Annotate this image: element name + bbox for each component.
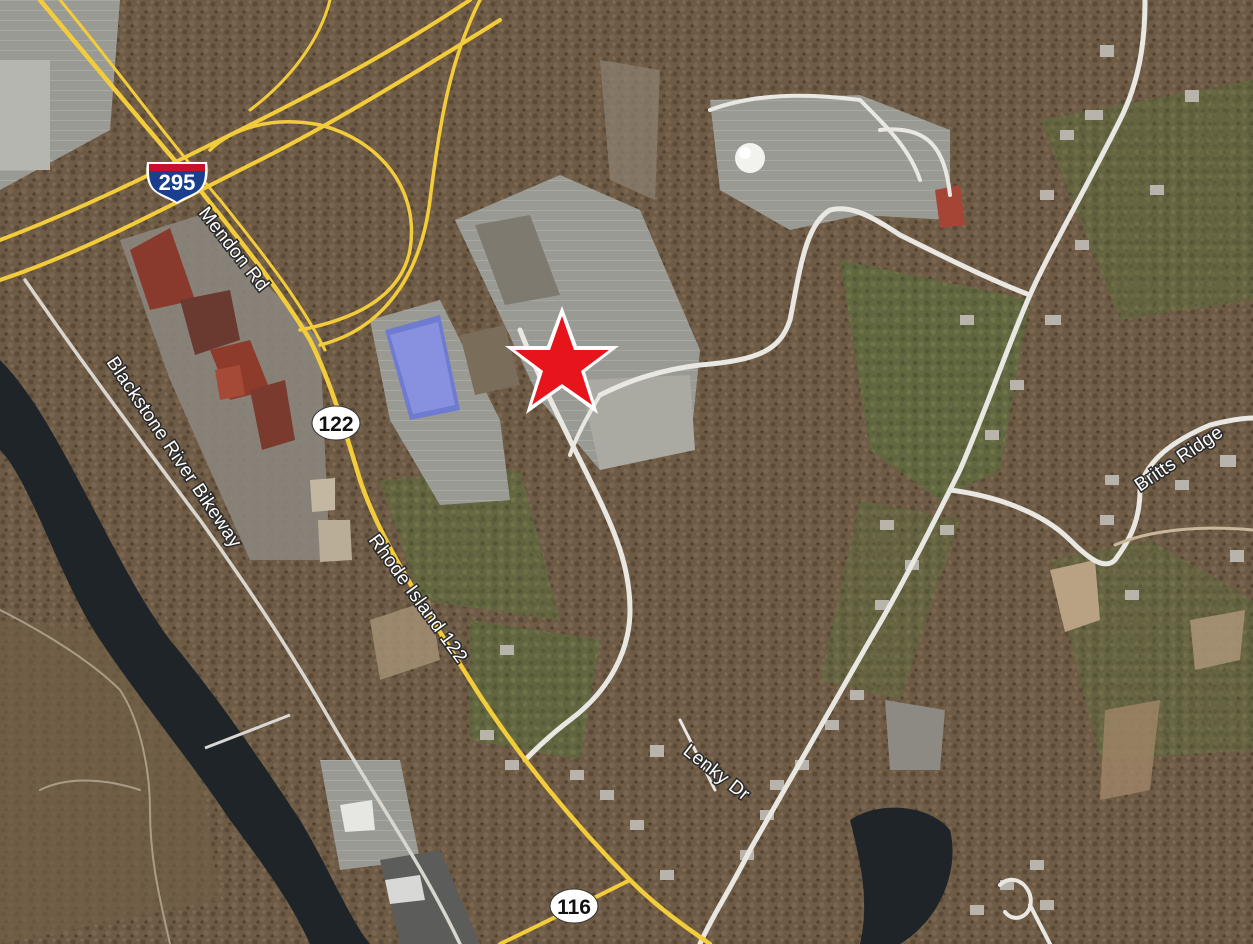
route-shield-icon: 122 bbox=[311, 405, 361, 441]
green-area bbox=[820, 500, 960, 700]
lenky-dr-road bbox=[678, 718, 717, 792]
house bbox=[1100, 45, 1114, 57]
site-road bbox=[517, 327, 633, 763]
house bbox=[1230, 550, 1244, 562]
green-area bbox=[380, 470, 560, 620]
britts-ridge-road bbox=[947, 415, 1253, 567]
house bbox=[970, 905, 984, 915]
house bbox=[1030, 860, 1044, 870]
building bbox=[460, 325, 520, 395]
house bbox=[1040, 190, 1054, 200]
house bbox=[650, 745, 664, 757]
house bbox=[570, 770, 584, 780]
mendon-rd-lane bbox=[58, 0, 327, 352]
building bbox=[475, 215, 560, 305]
house bbox=[960, 315, 974, 325]
interchange-ramp bbox=[248, 0, 332, 112]
house bbox=[875, 600, 889, 610]
blue-roof-building-highlight bbox=[390, 322, 455, 414]
house bbox=[1045, 315, 1061, 325]
building bbox=[0, 60, 50, 170]
building bbox=[380, 850, 480, 944]
building bbox=[180, 290, 240, 355]
building bbox=[310, 478, 335, 512]
route-122-shield-label: 122 bbox=[318, 413, 353, 436]
site-road bbox=[878, 127, 952, 197]
access-road bbox=[597, 206, 1033, 398]
site-road bbox=[858, 98, 922, 182]
house bbox=[760, 810, 774, 820]
house bbox=[850, 690, 864, 700]
bare-soil bbox=[1100, 700, 1160, 800]
cul-de-sac bbox=[998, 877, 1033, 920]
house bbox=[1000, 880, 1014, 890]
house bbox=[1040, 900, 1054, 910]
i295-southbound bbox=[0, 18, 502, 282]
house bbox=[985, 430, 999, 440]
house bbox=[795, 760, 809, 770]
building bbox=[215, 365, 245, 400]
bare-soil bbox=[1190, 610, 1245, 670]
house bbox=[1085, 110, 1103, 120]
parking-lot bbox=[885, 700, 945, 770]
bare-soil bbox=[600, 60, 660, 200]
interstate-shield-label: 295 bbox=[159, 170, 196, 195]
building bbox=[385, 875, 425, 904]
route-116-shield-label: 116 bbox=[557, 896, 591, 919]
building bbox=[250, 380, 295, 450]
house bbox=[1105, 475, 1119, 485]
local-road bbox=[1028, 903, 1052, 944]
house bbox=[1100, 515, 1114, 525]
house bbox=[600, 790, 614, 800]
water-tower bbox=[735, 143, 765, 173]
access-road bbox=[568, 393, 602, 457]
house bbox=[825, 720, 839, 730]
main-local-road bbox=[697, 0, 1148, 944]
building bbox=[340, 800, 375, 832]
building bbox=[130, 228, 195, 310]
bare-soil bbox=[1050, 560, 1100, 632]
house bbox=[770, 780, 784, 790]
house bbox=[1125, 590, 1139, 600]
house bbox=[630, 820, 644, 830]
route-shield-icon: 116 bbox=[549, 888, 599, 924]
dirt-road bbox=[1113, 526, 1253, 547]
site-road bbox=[708, 93, 862, 112]
building bbox=[318, 520, 352, 562]
interchange-ramp bbox=[318, 0, 482, 347]
house bbox=[880, 520, 894, 530]
house bbox=[1010, 380, 1024, 390]
interchange-ramp bbox=[208, 120, 414, 332]
green-area bbox=[1040, 80, 1253, 320]
house bbox=[660, 870, 674, 880]
houses bbox=[480, 45, 1244, 915]
green-area bbox=[840, 260, 1030, 500]
blackstone-river bbox=[0, 360, 370, 944]
green-area bbox=[1050, 540, 1253, 760]
house bbox=[940, 525, 954, 535]
paved-lot bbox=[580, 375, 695, 470]
house bbox=[1175, 480, 1189, 490]
house bbox=[500, 645, 514, 655]
star-marker-icon[interactable] bbox=[505, 306, 619, 414]
bikeway-path bbox=[23, 278, 462, 944]
trail bbox=[0, 609, 171, 944]
house bbox=[1220, 455, 1236, 467]
interstate-shield-icon: 295 bbox=[146, 162, 208, 204]
dam bbox=[204, 713, 291, 750]
house bbox=[505, 760, 519, 770]
house bbox=[480, 730, 494, 740]
bare-soil bbox=[370, 600, 440, 680]
house bbox=[1150, 185, 1164, 195]
trail bbox=[39, 779, 141, 791]
house bbox=[1185, 90, 1199, 102]
house bbox=[1060, 130, 1074, 140]
house bbox=[1075, 240, 1089, 250]
pond bbox=[850, 807, 953, 944]
water-tower-highlight bbox=[739, 147, 751, 159]
building bbox=[935, 185, 965, 228]
